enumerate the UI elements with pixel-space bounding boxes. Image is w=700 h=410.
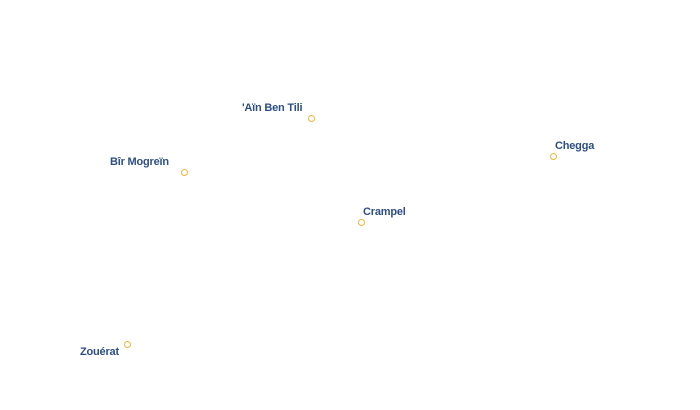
- place-label: Chegga: [555, 140, 595, 152]
- place-dot-icon: [123, 340, 131, 348]
- place-label: Crampel: [363, 206, 406, 218]
- place-dot-icon: [180, 168, 188, 176]
- place-label: Zouérat: [80, 346, 119, 358]
- place-dot-icon: [549, 152, 557, 160]
- place-label: Bîr Mogreïn: [110, 156, 169, 168]
- place-dot-icon: [307, 114, 315, 122]
- place-dot-icon: [357, 218, 365, 226]
- place-label: 'Aïn Ben Tili: [242, 102, 303, 114]
